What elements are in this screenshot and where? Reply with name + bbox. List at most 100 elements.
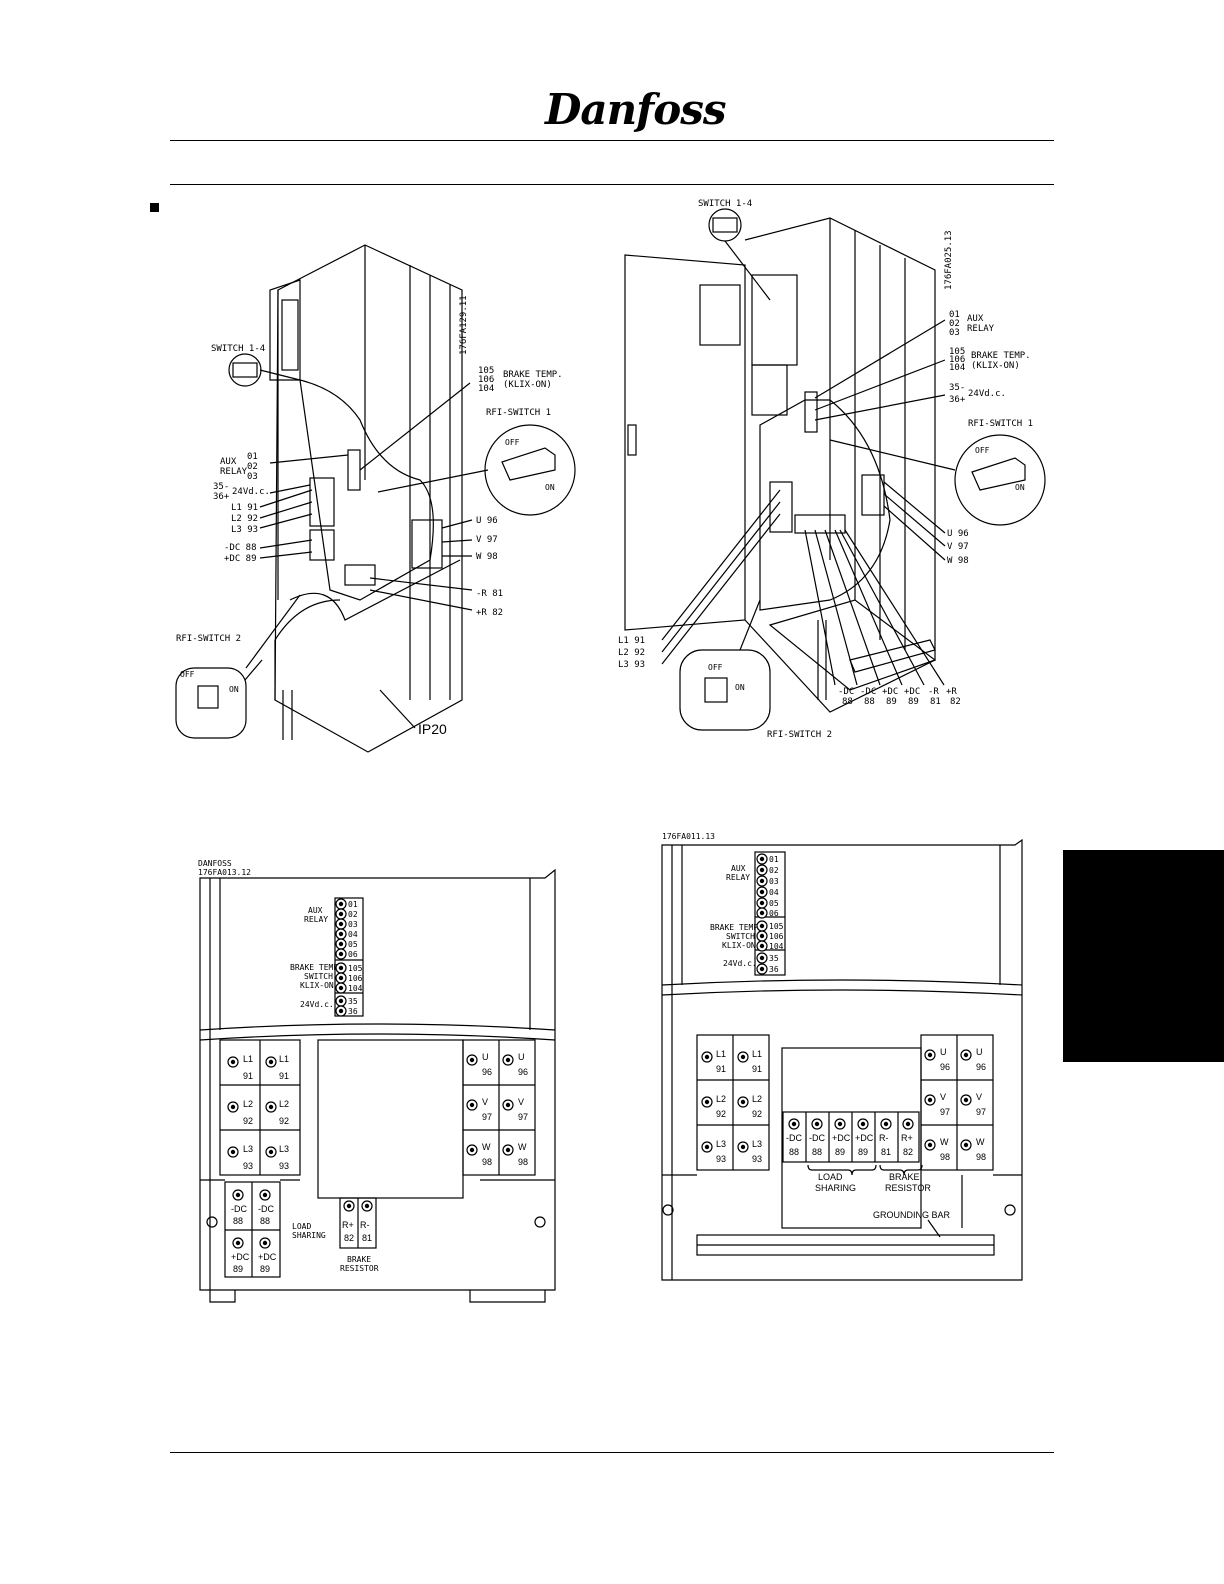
fig2-01: 01 [949, 310, 960, 320]
fig3-ob0: 96 [482, 1067, 492, 1077]
fig1-rfi1-on: ON [545, 483, 555, 492]
fig3-c4: 05 [348, 940, 358, 949]
fig4-mb2: 92 [716, 1109, 726, 1119]
fig1-rfi1: RFI-SWITCH 1 [486, 408, 551, 418]
fig2-rfi1-on: ON [1015, 483, 1025, 492]
fig1-rfi1-off: OFF [505, 438, 520, 447]
section-bullet [150, 203, 159, 212]
fig2-relay: RELAY [967, 324, 995, 334]
fig1-v97: V 97 [476, 535, 498, 545]
fig1-w98: W 98 [476, 552, 498, 562]
fig1-ip20: IP20 [418, 721, 447, 737]
fig3-sharing: SHARING [292, 1231, 326, 1240]
fig4-resistor: RESISTOR [885, 1183, 931, 1193]
fig3-mt2: L2 [243, 1099, 253, 1109]
fig4-mb5: 93 [752, 1154, 762, 1164]
fig2-03: 03 [949, 328, 960, 338]
fig3-ot5: W [518, 1142, 527, 1152]
fig2-rfi2: RFI-SWITCH 2 [767, 730, 832, 740]
fig2-bt-1: -DC [860, 687, 876, 697]
fig1-104: 104 [478, 384, 494, 394]
fig4-ob0: 96 [940, 1062, 950, 1072]
fig4-bb3: 89 [858, 1147, 868, 1157]
fig4-mb1: 91 [752, 1064, 762, 1074]
fig3-dt3: +DC [258, 1252, 277, 1262]
fig2-brake-temp: BRAKE TEMP. [971, 351, 1031, 361]
fig3-mb5: 93 [279, 1161, 289, 1171]
fig4-mt2: L2 [716, 1094, 726, 1104]
fig4-c5: 06 [769, 909, 779, 918]
fig4-c10: 36 [769, 965, 779, 974]
fig3-brt1: R- [360, 1220, 370, 1230]
fig3-c5: 06 [348, 950, 358, 959]
fig3-relay: RELAY [304, 915, 328, 924]
fig4-switch: SWITCH [726, 932, 755, 941]
fig4-ot4: W [940, 1137, 949, 1147]
fig3-id-2: 176FA013.12 [198, 868, 251, 877]
fig4-bb4: 81 [881, 1147, 891, 1157]
fig3-brt0: R+ [342, 1220, 354, 1230]
fig2-bt-0: -DC [838, 687, 854, 697]
fig4-motor-terminals: U96 U96 V97 V97 W98 W98 [924, 1047, 986, 1162]
fig4-relay: RELAY [726, 873, 750, 882]
fig3-brake-terminals: R+ R- 82 81 [342, 1200, 373, 1243]
fig4-ot5: W [976, 1137, 985, 1147]
fig3-c2: 03 [348, 920, 358, 929]
fig1-relay: RELAY [220, 467, 248, 477]
fig3-ot4: W [482, 1142, 491, 1152]
fig2-bb-3: 89 [908, 697, 919, 707]
fig1-rfi2: RFI-SWITCH 2 [176, 634, 241, 644]
fig3-c9: 35 [348, 997, 358, 1006]
fig2-106: 106 [949, 355, 965, 365]
fig3-c3: 04 [348, 930, 358, 939]
fig4-c0: 01 [769, 855, 779, 864]
fig1-l1: L1 91 [231, 503, 258, 513]
fig3-mt1: L1 [279, 1054, 289, 1064]
fig4-grounding-bar: GROUNDING BAR [873, 1210, 951, 1220]
fig2-klix-on: (KLIX-ON) [971, 361, 1020, 371]
fig1-switch14: SWITCH 1-4 [211, 344, 265, 354]
figure-1-labels: 176FA129.11 SWITCH 1-4 AUX RELAY 01 02 0… [176, 295, 563, 737]
fig4-mt3: L2 [752, 1094, 762, 1104]
fig3-id-1: DANFOSS [198, 859, 232, 868]
fig2-aux: AUX [967, 314, 984, 324]
fig2-36: 36+ [949, 395, 966, 405]
fig3-ot0: U [482, 1052, 489, 1062]
fig4-c4: 05 [769, 899, 779, 908]
fig2-w98: W 98 [947, 556, 969, 566]
chapter-tab [1063, 850, 1224, 1062]
fig3-dt0: -DC [231, 1204, 247, 1214]
fig4-c8: 104 [769, 942, 784, 951]
fig4-ot3: V [976, 1092, 982, 1102]
fig4-bt2: +DC [832, 1133, 851, 1143]
fig4-c1: 02 [769, 866, 779, 875]
fig2-switch14: SWITCH 1-4 [698, 199, 752, 209]
fig2-bt-3: +DC [904, 687, 920, 697]
fig2-bb-2: 89 [886, 697, 897, 707]
fig3-resistor: RESISTOR [340, 1264, 379, 1273]
fig4-ot0: U [940, 1047, 947, 1057]
fig1-24v: 24Vd.c. [232, 487, 270, 497]
fig3-24v: 24Vd.c. [300, 1000, 334, 1009]
fig1-l2: L2 92 [231, 514, 258, 524]
fig1-klix-on: (KLIX-ON) [503, 380, 552, 390]
fig3-ot1: U [518, 1052, 525, 1062]
fig4-brake: BRAKE [889, 1172, 920, 1182]
figure-1 [175, 244, 576, 753]
fig4-c6: 105 [769, 922, 784, 931]
fig4-bb2: 89 [835, 1147, 845, 1157]
fig4-id: 176FA011.13 [662, 832, 715, 841]
fig3-load: LOAD [292, 1222, 311, 1231]
fig1-brake-temp: BRAKE TEMP. [503, 370, 563, 380]
fig4-ob2: 97 [940, 1107, 950, 1117]
fig4-mb3: 92 [752, 1109, 762, 1119]
fig1-35: 35- [213, 482, 229, 492]
fig3-switch: SWITCH [304, 972, 333, 981]
fig3-dt1: -DC [258, 1204, 274, 1214]
fig1-r82: +R 82 [476, 608, 503, 618]
fig3-ot3: V [518, 1097, 524, 1107]
fig3-ob1: 96 [518, 1067, 528, 1077]
